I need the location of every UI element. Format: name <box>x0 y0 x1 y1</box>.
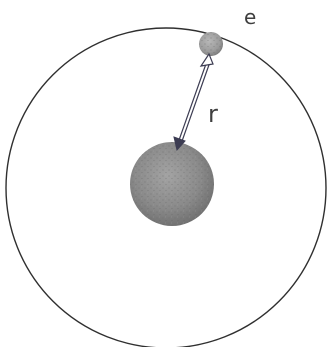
nucleus <box>130 142 214 226</box>
electron-label: e <box>244 5 256 29</box>
radius-label: r <box>208 100 218 128</box>
electron <box>199 32 223 56</box>
